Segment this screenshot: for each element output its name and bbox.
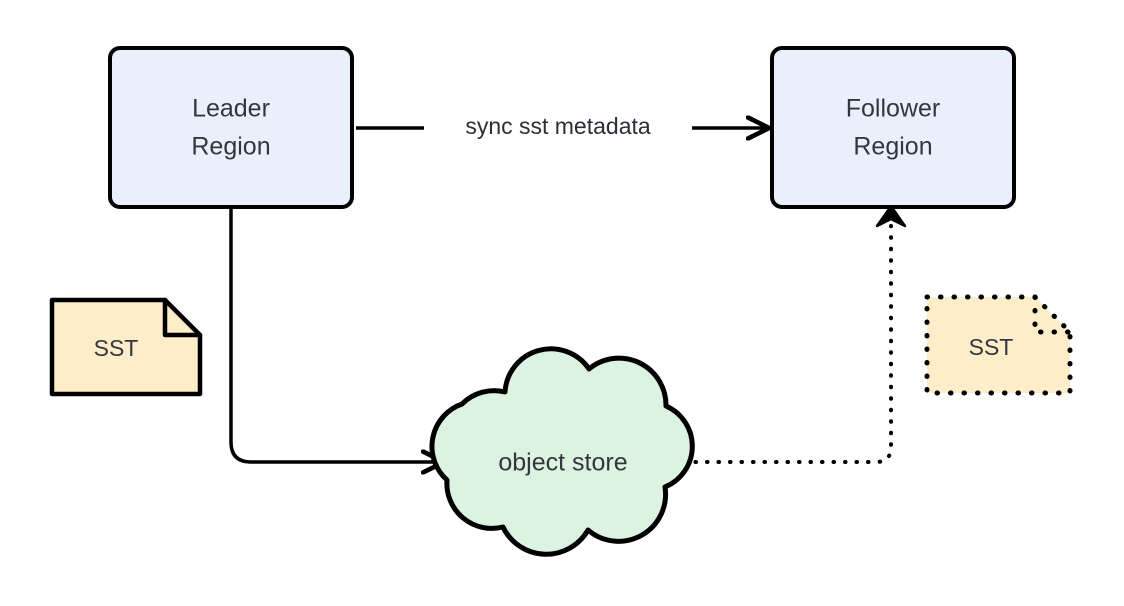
object-store-label: object store [498, 449, 627, 477]
edge-leader-to-object-store [229, 209, 443, 462]
node-leader-region[interactable]: Leader Region [108, 46, 354, 209]
sst-follower-label: SST [969, 334, 1014, 360]
node-sst-leader[interactable]: SST [49, 297, 203, 397]
sst-leader-label: SST [94, 335, 139, 361]
object-store-cloud-shape[interactable] [429, 346, 695, 557]
node-sst-follower[interactable]: SST [924, 294, 1073, 396]
edge-leader-to-follower: sync sst metadata [356, 113, 768, 139]
sst-follower-note-fold-icon [1032, 294, 1073, 335]
edge-object-store-to-follower-path [682, 224, 893, 464]
edge-leader-to-object-store-path [229, 209, 443, 462]
edge-label-sync-sst-metadata: sync sst metadata [465, 113, 651, 139]
node-follower-region[interactable]: Follower Region [770, 46, 1016, 209]
follower-region-label-line2: Region [853, 133, 932, 161]
leader-region-label-line2: Region [191, 133, 270, 161]
node-object-store[interactable]: object store [429, 346, 695, 557]
follower-region-box[interactable] [770, 46, 1016, 209]
leader-region-box[interactable] [108, 46, 354, 209]
sst-follower-note-border [924, 294, 1073, 396]
sst-leader-note-fold-icon [162, 297, 203, 338]
edge-object-store-to-follower [682, 204, 907, 464]
leader-region-label-line1: Leader [192, 95, 270, 123]
follower-region-label-line1: Follower [846, 95, 940, 123]
edge-object-store-to-follower-arrowhead [875, 204, 907, 228]
sst-follower-note-fill[interactable] [927, 297, 1070, 393]
